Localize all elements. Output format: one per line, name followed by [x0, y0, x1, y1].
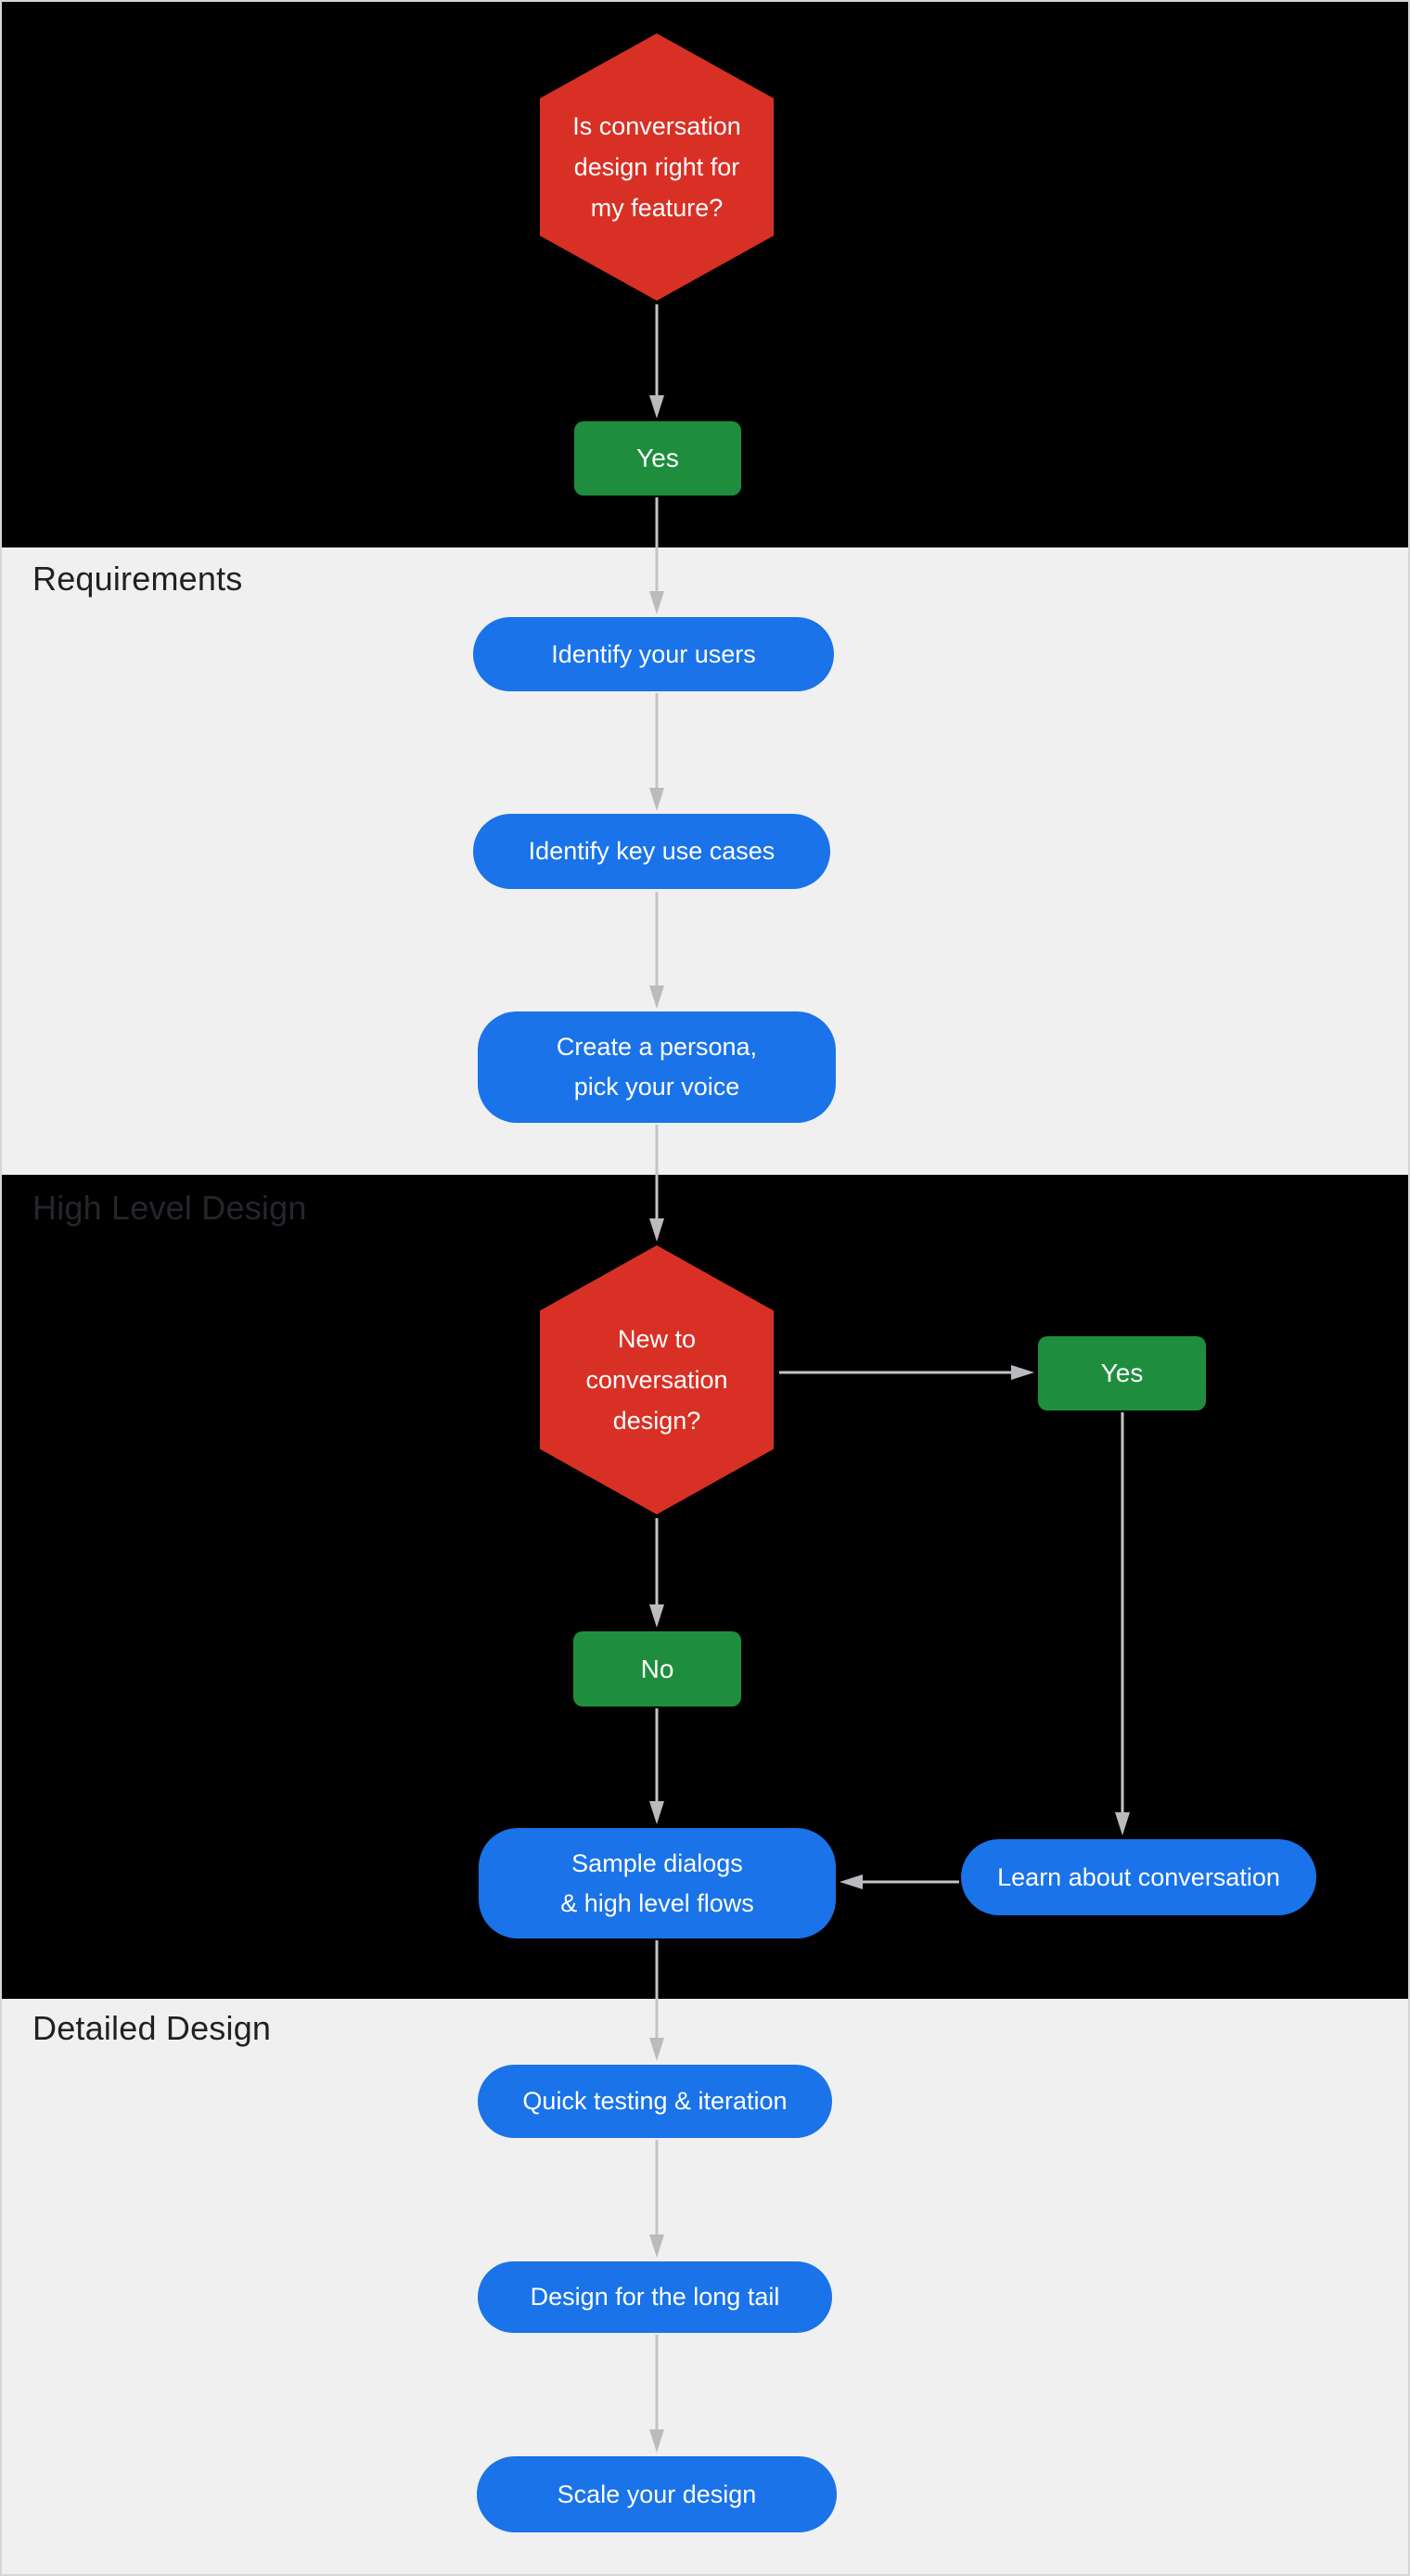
arrow-new-decision-to-no: [649, 1518, 664, 1628]
arrow-yes-to-identify-users: [649, 497, 664, 614]
arrow-start-to-yes: [649, 304, 664, 419]
section-title-requirements: Requirements: [32, 560, 243, 598]
arrow-long-tail-to-scale: [649, 2335, 664, 2453]
arrow-persona-to-new-decision: [649, 1125, 664, 1242]
arrow-new-decision-to-yes: [779, 1365, 1034, 1380]
step-scale-your-design: Scale your design: [477, 2456, 837, 2532]
decision-new-to-conversation-design: New to conversation design?: [540, 1245, 774, 1514]
arrow-use-cases-to-persona: [649, 892, 664, 1009]
decision-is-conversation-design-right: Is conversation design right for my feat…: [540, 33, 774, 301]
arrow-yes-to-learn: [1115, 1412, 1130, 1835]
arrow-sample-to-quick-testing: [649, 1940, 664, 2061]
section-title-detailed-design: Detailed Design: [32, 2009, 272, 2047]
step-design-for-long-tail: Design for the long tail: [478, 2261, 832, 2333]
step-sample-dialogs-high-level-flows: Sample dialogs & high level flows: [479, 1828, 836, 1938]
step-create-persona-pick-voice: Create a persona, pick your voice: [478, 1011, 836, 1123]
answer-yes-start: Yes: [574, 421, 741, 496]
answer-yes-new-to-design: Yes: [1038, 1336, 1206, 1410]
step-learn-about-conversation: Learn about conversation: [961, 1839, 1316, 1915]
section-title-high-level-design: High Level Design: [32, 1189, 307, 1227]
arrow-users-to-use-cases: [649, 693, 664, 811]
step-identify-your-users: Identify your users: [473, 617, 834, 691]
step-quick-testing-iteration: Quick testing & iteration: [478, 2065, 832, 2138]
arrow-quick-to-long-tail: [649, 2140, 664, 2258]
step-identify-key-use-cases: Identify key use cases: [473, 814, 830, 889]
answer-no-new-to-design: No: [573, 1631, 741, 1707]
arrow-no-to-sample-dialogs: [649, 1708, 664, 1824]
arrow-learn-to-sample-dialogs: [840, 1874, 959, 1889]
